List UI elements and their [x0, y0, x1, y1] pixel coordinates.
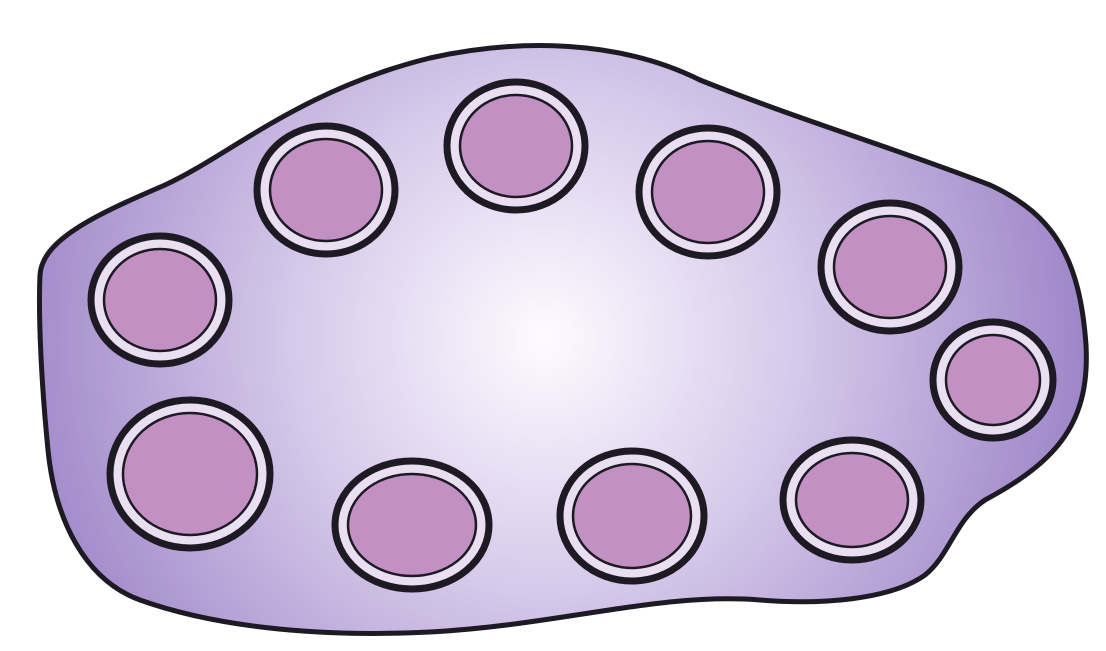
ring-3 [447, 82, 585, 210]
ring-inner-core [946, 335, 1040, 425]
ring-inner-core [348, 474, 476, 576]
ring-inner-core [270, 139, 382, 241]
ring-10 [783, 440, 921, 560]
ring-4 [639, 128, 777, 256]
ring-inner-core [104, 249, 216, 351]
ring-7 [110, 400, 270, 548]
ring-5 [821, 203, 959, 331]
ring-inner-core [796, 453, 908, 547]
ring-6 [933, 322, 1053, 438]
ring-1 [91, 236, 229, 364]
ring-inner-core [834, 216, 946, 318]
ring-inner-core [573, 464, 691, 568]
ring-inner-core [123, 413, 257, 535]
ring-inner-core [460, 95, 572, 197]
ring-8 [335, 461, 489, 589]
ring-inner-core [652, 141, 764, 243]
ring-9 [560, 451, 704, 581]
ring-2 [257, 126, 395, 254]
